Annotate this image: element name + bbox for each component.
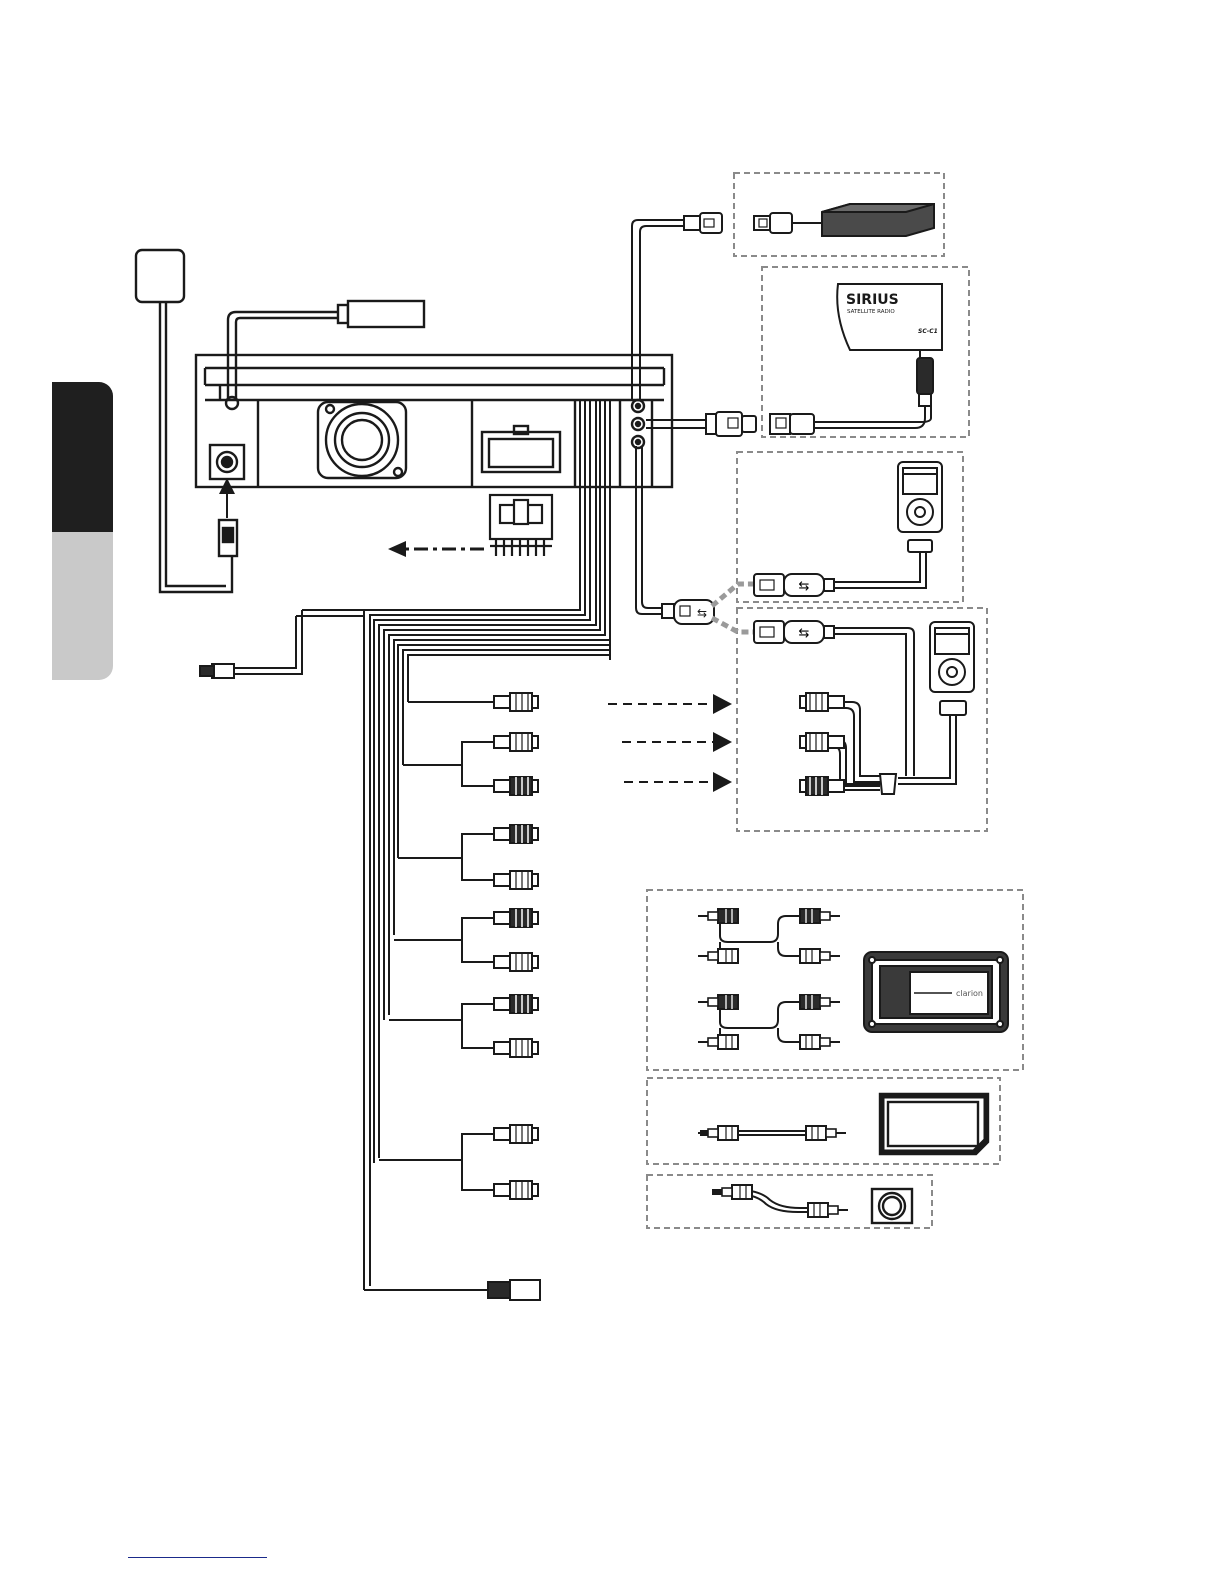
amp-plug — [698, 995, 738, 1009]
monitor-device — [880, 1094, 988, 1154]
sirius-tuner: SIRIUS SATELLITE RADIO SC-C1 — [770, 284, 942, 434]
sirius-model: SC-C1 — [918, 328, 938, 335]
amp-plug — [698, 909, 738, 923]
sirius-sub: SATELLITE RADIO — [847, 309, 895, 315]
camera-plug — [712, 1185, 752, 1199]
sirius-brand: SIRIUS — [846, 292, 899, 308]
sirius-connector — [706, 412, 756, 436]
amp-brand: clarion — [956, 989, 983, 998]
ipod-av-rca-plugs — [800, 693, 844, 795]
rca-plug — [494, 1181, 538, 1199]
av-cable-end — [200, 664, 234, 678]
av-input-arrows — [608, 694, 732, 792]
svg-text:⇆: ⇆ — [697, 606, 707, 620]
rca-plug — [494, 693, 538, 711]
amp-plug — [698, 1035, 738, 1049]
ext-connector — [684, 213, 722, 233]
power-harness-plug — [490, 495, 552, 556]
cable-bundle — [232, 400, 610, 1290]
ext-device — [754, 204, 934, 236]
rca-plug — [494, 995, 538, 1013]
rca-plug — [494, 825, 538, 843]
camera-device — [872, 1189, 912, 1223]
monitor-plug — [698, 1126, 738, 1140]
harness-arrow — [388, 541, 484, 557]
amp-plug — [698, 949, 738, 963]
amp-plug — [800, 949, 840, 963]
rca-plug — [494, 953, 538, 971]
camera-plug — [808, 1203, 848, 1217]
rca-plug — [494, 733, 538, 751]
usb-socket: ⇆ — [662, 600, 714, 624]
rca-plug — [494, 909, 538, 927]
footer-rule — [128, 1557, 267, 1558]
amp-plug — [800, 1035, 840, 1049]
amplifier-device: clarion — [864, 952, 1008, 1032]
sub-out-jack — [488, 1280, 540, 1300]
amp-cables — [700, 916, 800, 1042]
amp-plug — [800, 995, 840, 1009]
rca-plug — [494, 1039, 538, 1057]
ipod-av-usb-plug — [754, 621, 834, 643]
rca-plug — [494, 1125, 538, 1143]
amp-plug — [800, 909, 840, 923]
rca-plug — [494, 871, 538, 889]
ipod-usb-plug — [754, 574, 834, 596]
ipod-device — [824, 462, 942, 588]
monitor-plug — [806, 1126, 846, 1140]
rca-plug — [494, 777, 538, 795]
